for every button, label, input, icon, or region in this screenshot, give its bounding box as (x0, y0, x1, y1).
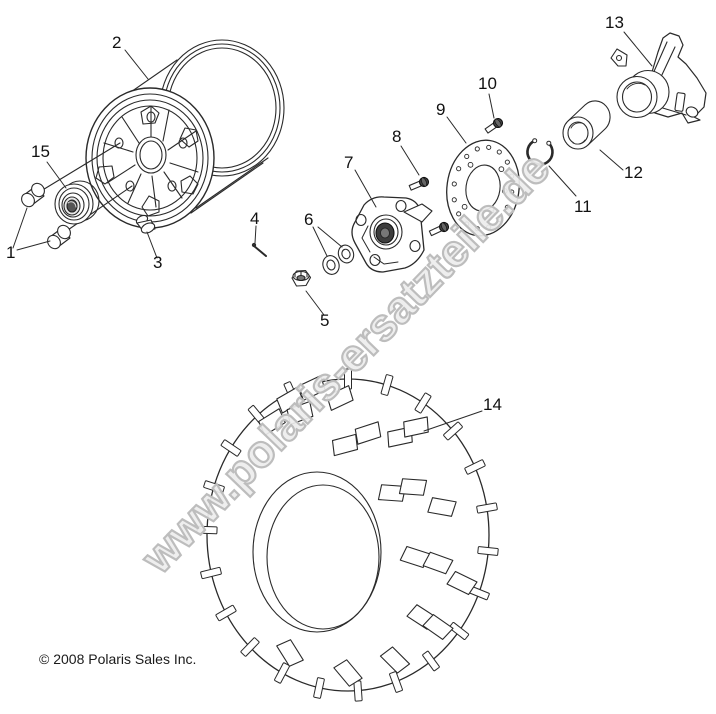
part-label-14: 14 (483, 395, 502, 414)
part-label-15: 15 (31, 142, 50, 161)
wheel-spokes (96, 106, 198, 216)
hub-cap (55, 181, 99, 224)
part-label-4: 4 (250, 209, 260, 228)
valve-stem (135, 214, 156, 236)
wheel-rim (86, 40, 284, 228)
washers (320, 243, 355, 276)
part-label-10: 10 (478, 74, 497, 93)
bearing-carrier (611, 33, 706, 123)
cotter-pin (252, 243, 266, 256)
part-label-3: 3 (153, 253, 163, 272)
part-label-8: 8 (392, 127, 402, 146)
castle-nut (292, 271, 311, 287)
assembly-line (36, 143, 120, 194)
tire-tread-blocks (259, 376, 477, 687)
lug-nuts (19, 181, 73, 251)
part-label-7: 7 (344, 153, 354, 172)
part-label-11: 11 (574, 197, 592, 216)
part-label-5: 5 (320, 311, 330, 330)
part-label-13: 13 (605, 13, 624, 32)
bearing (563, 101, 610, 149)
leader-lines (13, 32, 652, 431)
wheel-hub (352, 197, 432, 272)
disc-bolt (484, 117, 504, 135)
brake-disc (441, 135, 526, 240)
part-label-1: 1 (6, 243, 16, 262)
part-label-6: 6 (304, 210, 314, 229)
hub-bolt (408, 176, 450, 237)
tire (197, 369, 498, 701)
part-label-2: 2 (112, 33, 122, 52)
snap-ring (527, 139, 552, 165)
part-label-12: 12 (624, 163, 643, 182)
copyright-text: © 2008 Polaris Sales Inc. (39, 651, 197, 667)
part-label-9: 9 (436, 100, 446, 119)
